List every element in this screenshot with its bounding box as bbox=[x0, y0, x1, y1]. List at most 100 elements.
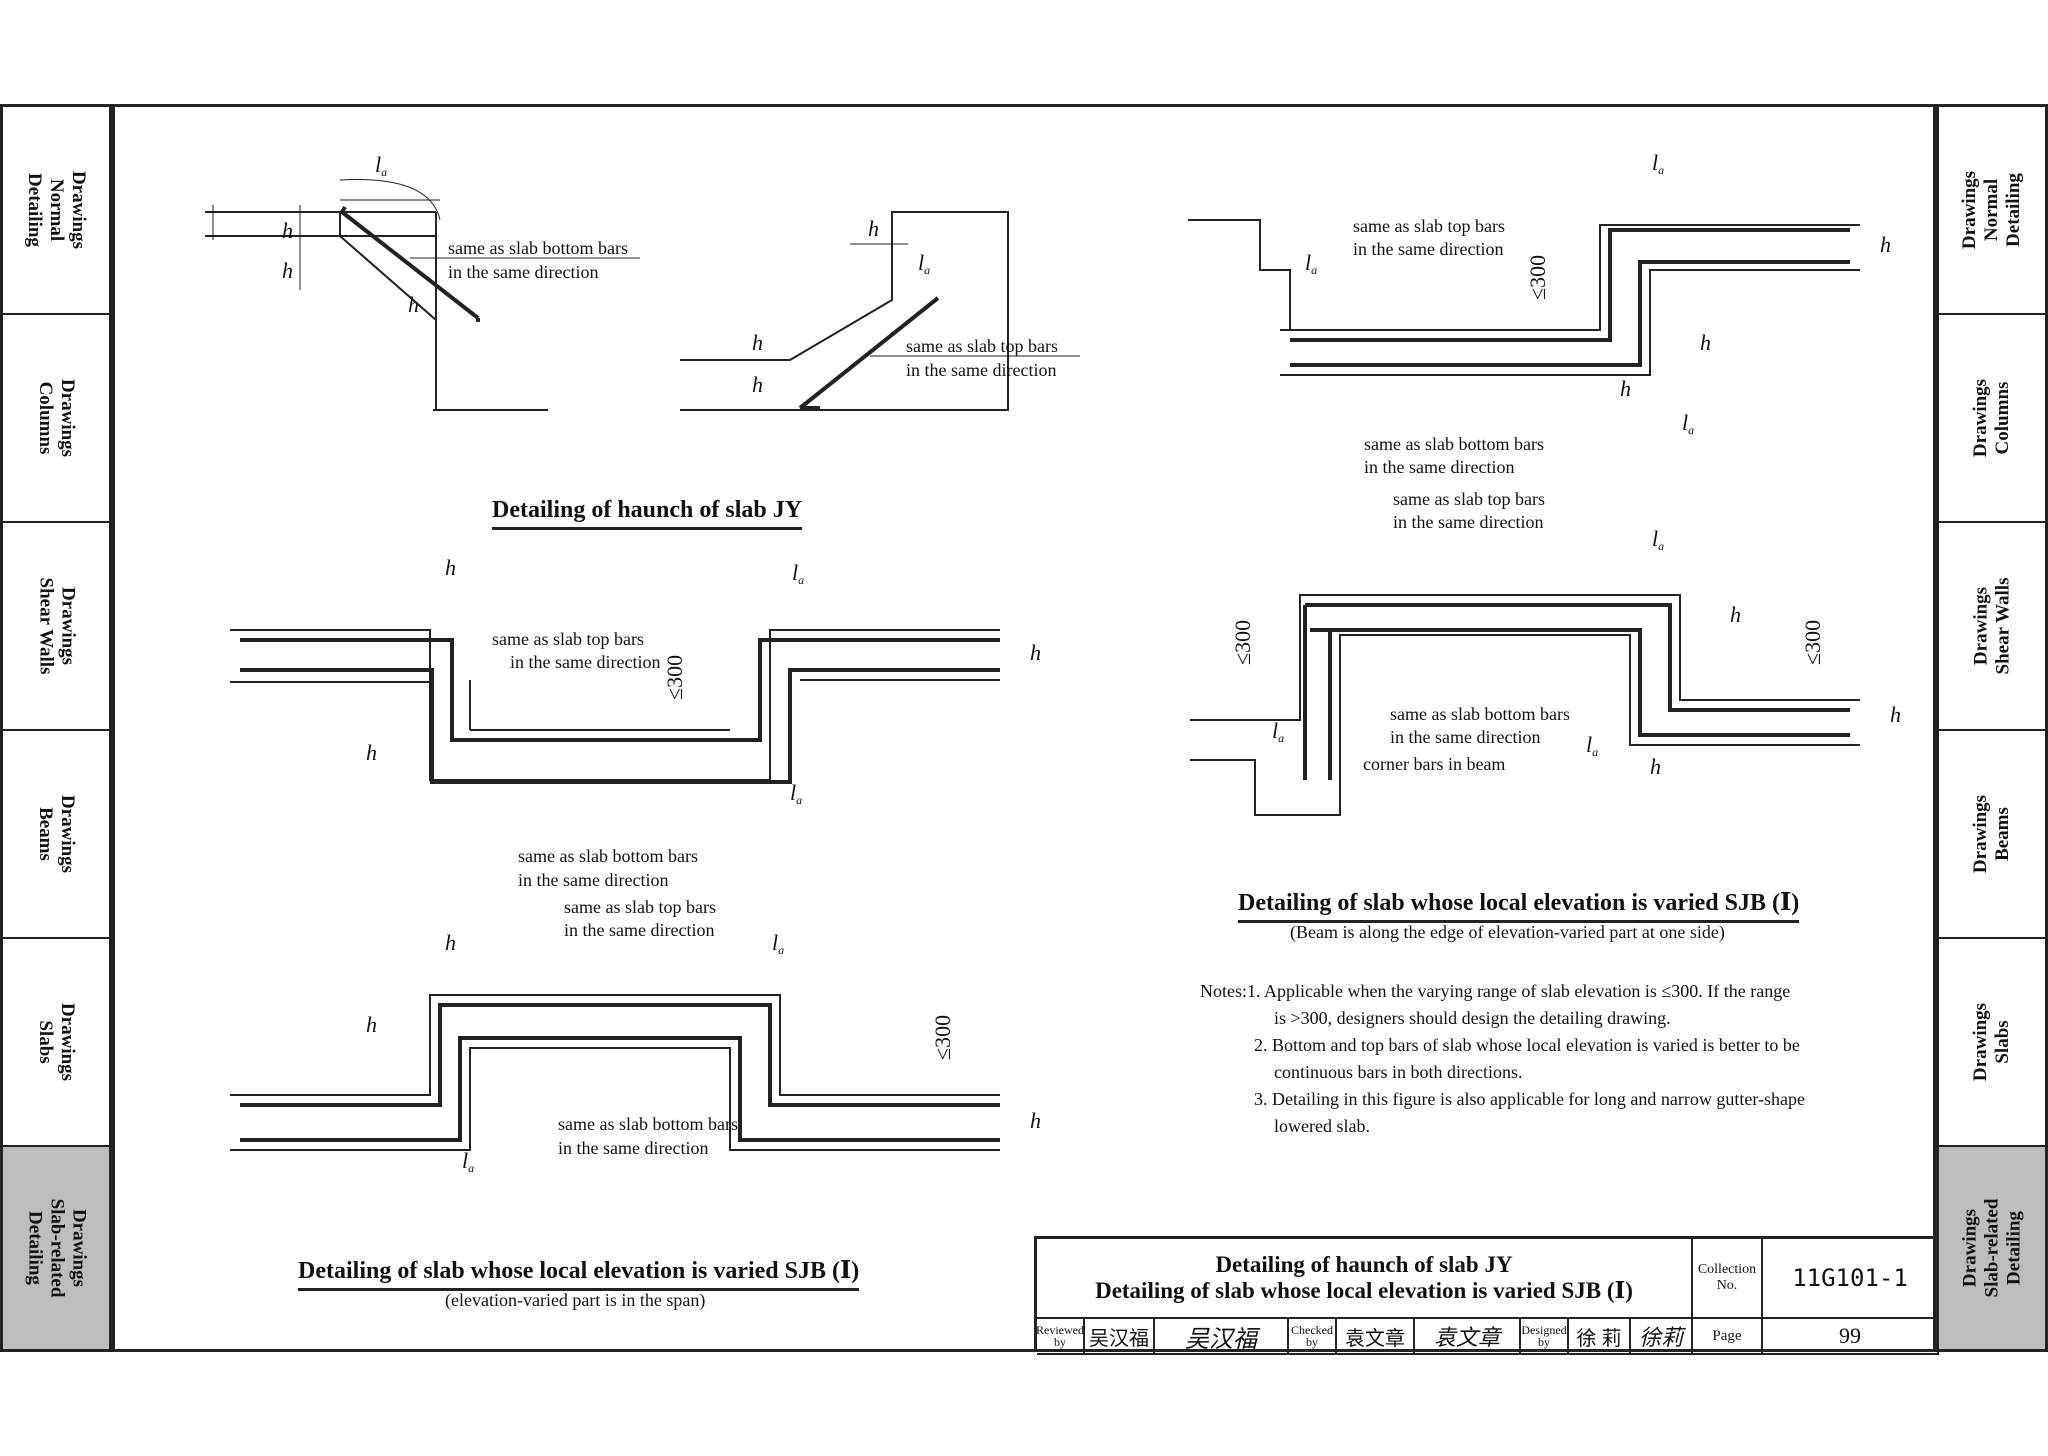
note-1: Notes:1. Applicable when the varying ran… bbox=[1200, 981, 1791, 1001]
svg-text:la: la bbox=[792, 560, 804, 587]
sjb-span-lowered: h h h la la ≤300 same as slab top bars i… bbox=[230, 555, 1041, 890]
note-3-cont: lowered slab. bbox=[1274, 1116, 1370, 1136]
left-tab-shear-walls[interactable]: Drawings Shear Walls bbox=[3, 523, 109, 731]
subcaption-sjb-beam: (Beam is along the edge of elevation-var… bbox=[1290, 922, 1725, 942]
svg-text:h: h bbox=[1880, 232, 1891, 257]
sjb-beam-lowered: la la la h h h ≤300 same as slab top bar… bbox=[1188, 150, 1891, 477]
svg-text:≤300: ≤300 bbox=[1800, 620, 1825, 665]
annotation-text: same as slab top bars bbox=[1393, 489, 1545, 509]
svg-text:h: h bbox=[752, 372, 763, 397]
annotation-text: same as slab top bars bbox=[492, 629, 644, 649]
svg-text:h: h bbox=[366, 1012, 377, 1037]
svg-text:la: la bbox=[1682, 410, 1694, 437]
svg-text:la: la bbox=[918, 250, 930, 277]
svg-text:≤300: ≤300 bbox=[662, 655, 687, 700]
drawing-frame bbox=[112, 104, 1936, 1352]
caption-sjb-beam: Detailing of slab whose local elevation … bbox=[1238, 887, 1800, 923]
svg-text:h: h bbox=[1700, 330, 1711, 355]
page-label: Page bbox=[1693, 1319, 1763, 1355]
annotation-text: same as slab bottom bars bbox=[518, 846, 698, 866]
left-tab-normal-detailing[interactable]: Drawings Normal Detailing bbox=[3, 107, 109, 315]
svg-text:la: la bbox=[772, 930, 784, 957]
left-tab-strip: Drawings Normal Detailing Drawings Colum… bbox=[0, 104, 112, 1352]
svg-text:h: h bbox=[1890, 702, 1901, 727]
subcaption-sjb-span: (elevation-varied part is in the span) bbox=[445, 1290, 706, 1310]
haunch-detail-bottom: h h h la same as slab bottom bars in the… bbox=[205, 152, 640, 411]
annotation-text: same as slab top bars bbox=[906, 336, 1058, 356]
note-1-cont: is >300, designers should design the det… bbox=[1274, 1008, 1671, 1028]
note-3: 3. Detailing in this figure is also appl… bbox=[1254, 1089, 1805, 1109]
svg-text:h: h bbox=[1030, 640, 1041, 665]
svg-text:h: h bbox=[1030, 1108, 1041, 1133]
annotation-text: in the same direction bbox=[1390, 727, 1540, 747]
annotation-text: in the same direction bbox=[1353, 239, 1503, 259]
right-tab-strip: Drawings Normal Detailing Drawings Colum… bbox=[1936, 104, 2048, 1352]
annotation-text: in the same direction bbox=[1364, 457, 1514, 477]
svg-text:h: h bbox=[408, 292, 419, 317]
svg-text:la: la bbox=[1652, 526, 1664, 553]
svg-text:≤300: ≤300 bbox=[1230, 620, 1255, 665]
svg-text:h: h bbox=[868, 216, 879, 241]
checked-label: Checked by bbox=[1289, 1319, 1337, 1355]
annotation-text: in the same direction bbox=[564, 920, 714, 940]
annotation-text: in the same direction bbox=[558, 1138, 708, 1158]
caption-sjb-span: Detailing of slab whose local elevation … bbox=[298, 1255, 860, 1291]
annotation-text: in the same direction bbox=[1393, 512, 1543, 532]
svg-text:h: h bbox=[445, 555, 456, 580]
left-tab-columns[interactable]: Drawings Columns bbox=[3, 315, 109, 523]
title-block: Detailing of haunch of slab JY Detailing… bbox=[1034, 1236, 1939, 1355]
svg-text:h: h bbox=[282, 218, 293, 243]
svg-text:la: la bbox=[1652, 150, 1664, 177]
svg-text:h: h bbox=[1650, 754, 1661, 779]
note-2: 2. Bottom and top bars of slab whose loc… bbox=[1254, 1035, 1800, 1055]
left-tab-slabs[interactable]: Drawings Slabs bbox=[3, 939, 109, 1147]
annotation-text: same as slab bottom bars bbox=[1390, 704, 1570, 724]
note-2-cont: continuous bars in both directions. bbox=[1274, 1062, 1523, 1082]
svg-text:la: la bbox=[1272, 718, 1284, 745]
annotation-text: corner bars in beam bbox=[1363, 754, 1505, 774]
reviewed-name: 吴汉福 bbox=[1085, 1319, 1155, 1355]
collection-label: Collection No. bbox=[1693, 1239, 1763, 1319]
checked-signature: 袁文章 bbox=[1415, 1319, 1521, 1355]
notes-block: Notes:1. Applicable when the varying ran… bbox=[1200, 978, 1805, 1140]
annotation-text: same as slab bottom bars bbox=[558, 1114, 738, 1134]
annotation-text: in the same direction bbox=[448, 262, 598, 282]
svg-text:≤300: ≤300 bbox=[1525, 255, 1550, 300]
annotation-text: same as slab top bars bbox=[564, 897, 716, 917]
designed-name: 徐 莉 bbox=[1569, 1319, 1631, 1355]
annotation-text: in the same direction bbox=[518, 870, 668, 890]
right-tab-columns[interactable]: Drawings Columns bbox=[1939, 315, 2045, 523]
page-value: 99 bbox=[1763, 1319, 1939, 1355]
reviewed-signature: 吴汉福 bbox=[1155, 1319, 1289, 1355]
reviewed-label: Reviewed by bbox=[1036, 1319, 1085, 1355]
designed-signature: 徐莉 bbox=[1631, 1319, 1693, 1355]
annotation-text: in the same direction bbox=[510, 652, 660, 672]
left-tab-beams[interactable]: Drawings Beams bbox=[3, 731, 109, 939]
svg-text:h: h bbox=[445, 930, 456, 955]
caption-haunch: Detailing of haunch of slab JY bbox=[492, 497, 803, 530]
haunch-detail-top: h h h la same as slab top bars in the sa… bbox=[680, 211, 1080, 411]
title-block-title: Detailing of haunch of slab JY Detailing… bbox=[1037, 1239, 1693, 1319]
annotation-text: same as slab bottom bars bbox=[448, 238, 628, 258]
right-tab-slabs[interactable]: Drawings Slabs bbox=[1939, 939, 2045, 1147]
right-tab-slab-related-detailing[interactable]: Drawings Slab-related Detailing bbox=[1939, 1147, 2045, 1349]
annotation-text: same as slab bottom bars bbox=[1364, 434, 1544, 454]
right-tab-shear-walls[interactable]: Drawings Shear Walls bbox=[1939, 523, 2045, 731]
svg-text:la: la bbox=[790, 780, 802, 807]
svg-text:la: la bbox=[1305, 250, 1317, 277]
svg-text:la: la bbox=[462, 1148, 474, 1175]
right-tab-normal-detailing[interactable]: Drawings Normal Detailing bbox=[1939, 107, 2045, 315]
svg-text:h: h bbox=[1620, 376, 1631, 401]
svg-text:h: h bbox=[1730, 602, 1741, 627]
right-tab-beams[interactable]: Drawings Beams bbox=[1939, 731, 2045, 939]
annotation-text: same as slab top bars bbox=[1353, 216, 1505, 236]
designed-label: Designed by bbox=[1521, 1319, 1569, 1355]
collection-value: 11G101-1 bbox=[1763, 1239, 1939, 1319]
svg-text:h: h bbox=[366, 740, 377, 765]
svg-text:≤300: ≤300 bbox=[930, 1015, 955, 1060]
svg-text:h: h bbox=[752, 330, 763, 355]
svg-text:h: h bbox=[282, 258, 293, 283]
left-tab-slab-related-detailing[interactable]: Drawings Slab-related Detailing bbox=[3, 1147, 109, 1349]
sjb-span-raised: h h h la la ≤300 same as slab top bars i… bbox=[230, 897, 1041, 1175]
